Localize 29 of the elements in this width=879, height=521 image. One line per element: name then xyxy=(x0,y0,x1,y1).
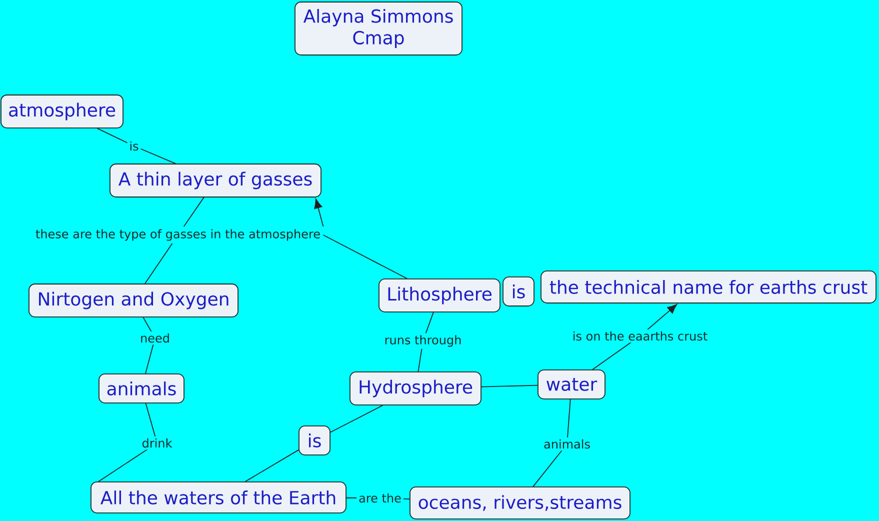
concept-box: is xyxy=(298,426,330,456)
connector-line xyxy=(183,196,204,227)
connector-line xyxy=(322,234,408,279)
edge-label: runs through xyxy=(382,333,464,349)
edge-label: animals xyxy=(542,437,592,451)
edge-label: drink xyxy=(140,436,174,450)
concept-box: Hydrosphere xyxy=(350,372,482,406)
concept-box: All the waters of the Earth xyxy=(90,482,346,514)
connector-line xyxy=(244,450,299,482)
concept-box: the technical name for earths crust xyxy=(540,270,876,304)
edge-label: is on the eaarths crust xyxy=(570,329,710,343)
connector-line xyxy=(96,128,176,164)
concept-box: animals xyxy=(98,374,184,404)
concept-box: Nirtogen and Oxygen xyxy=(28,284,238,318)
edge-label: are the xyxy=(356,491,404,505)
arrow xyxy=(314,198,324,227)
concept-box: atmosphere xyxy=(0,94,124,128)
edge-label: need xyxy=(138,331,172,345)
concept-box: Lithosphere xyxy=(378,278,500,312)
concept-box: water xyxy=(538,370,606,400)
concept-box: oceans, rivers,streams xyxy=(410,486,630,520)
connector-line xyxy=(481,384,538,388)
title-box: Alayna Simmons Cmap xyxy=(294,2,462,56)
concept-box: is xyxy=(502,276,534,306)
edge-label: is xyxy=(127,139,141,153)
concept-box: A thin layer of gasses xyxy=(110,164,322,198)
connector-line xyxy=(330,404,384,433)
linking-phrase: these are the type of gasses in the atmosphere xyxy=(36,229,320,241)
connector-line xyxy=(144,243,173,284)
